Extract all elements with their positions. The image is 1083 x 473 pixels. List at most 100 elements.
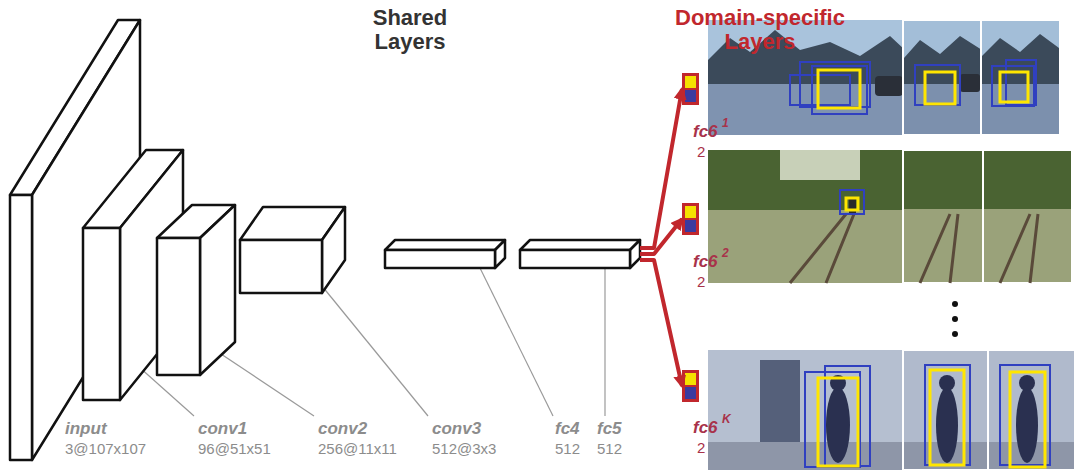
photo-person	[1019, 375, 1035, 391]
target-boxes	[818, 70, 1028, 108]
tracking-frames-railway	[708, 150, 1072, 283]
classifier-box: fc6K2	[682, 370, 699, 402]
photo-person	[1016, 387, 1038, 463]
leader-line	[604, 268, 605, 416]
leader-line	[322, 286, 428, 416]
branch-name: fc6	[693, 122, 718, 142]
positive-score	[685, 76, 696, 88]
negative-score	[685, 90, 696, 102]
photo-rails	[920, 214, 958, 283]
candidate-box	[1006, 60, 1036, 105]
layer-face	[322, 207, 345, 293]
layer-face	[10, 195, 32, 460]
output-size: 2	[697, 143, 705, 160]
ellipsis-dot	[952, 331, 958, 337]
photo-frame	[983, 150, 1072, 283]
classifier-frame	[682, 370, 699, 402]
candidate-box	[915, 65, 960, 105]
candidate-boxes	[805, 365, 1050, 467]
photo-car	[875, 76, 903, 96]
negative-score	[685, 220, 696, 232]
layer-face	[385, 240, 505, 250]
photo-rails	[790, 214, 854, 283]
target-box	[818, 70, 860, 108]
layer-shape	[157, 205, 235, 375]
layer-size: 256@11x11	[318, 440, 397, 457]
photo-frame	[981, 20, 1060, 135]
photo-trees	[904, 151, 984, 209]
classifier-shape	[682, 73, 699, 105]
photo-car	[960, 74, 980, 92]
branch-name: fc6	[693, 418, 718, 438]
photo-frame	[988, 350, 1075, 470]
classifier-frame	[682, 73, 699, 105]
candidate-box	[825, 366, 870, 466]
target-box	[846, 198, 858, 210]
layer-face	[200, 205, 235, 375]
photo-frame	[903, 150, 985, 283]
layer-name: conv3	[432, 419, 481, 439]
leader-line	[480, 268, 553, 416]
branch-index: 1	[722, 116, 729, 130]
layer-box: conv3512@3x3	[240, 207, 345, 293]
layer-shape	[520, 240, 640, 268]
section-heading: Shared Layers	[355, 6, 465, 54]
classifier-box: fc622	[682, 203, 699, 235]
candidate-box	[1000, 365, 1050, 465]
target-box	[1000, 72, 1028, 102]
layer-name: input	[65, 419, 107, 439]
negative-score	[685, 387, 696, 399]
layer-name: conv1	[198, 419, 247, 439]
classifier-box: fc612	[682, 73, 699, 105]
layer-face	[385, 250, 495, 268]
candidate-box	[840, 190, 864, 214]
layer-face	[240, 240, 322, 293]
layer-box: conv2256@11x11	[157, 205, 235, 375]
layer-face	[83, 228, 120, 400]
layer-shape	[240, 207, 345, 293]
output-size: 2	[697, 439, 705, 456]
target-box	[1010, 372, 1045, 467]
target-boxes	[818, 370, 1045, 467]
layer-name: fc4	[555, 419, 580, 439]
photo-frame	[903, 350, 990, 470]
layer-size: 96@51x51	[198, 440, 271, 457]
photo-frame	[708, 150, 905, 283]
photo-floor	[708, 442, 905, 470]
ellipsis-dots	[952, 301, 958, 337]
candidate-box	[812, 66, 867, 114]
candidate-box	[992, 66, 1034, 106]
layer-face	[157, 238, 200, 375]
positive-score	[685, 373, 696, 385]
candidate-box	[805, 372, 860, 467]
layer-size: 3@107x107	[65, 440, 146, 457]
photo-trees	[708, 150, 905, 210]
classifier-frame	[682, 203, 699, 235]
candidate-boxes	[790, 60, 1036, 114]
photo-person	[939, 375, 955, 391]
photo-door	[760, 360, 800, 445]
branch-arrow	[640, 260, 682, 386]
layer-name: fc5	[597, 419, 622, 439]
photo-person	[936, 387, 958, 463]
target-box	[818, 378, 858, 466]
branch-index: K	[722, 412, 731, 426]
photo-frame	[903, 20, 983, 135]
positive-score	[685, 206, 696, 218]
candidate-box	[790, 75, 850, 105]
target-box	[930, 370, 964, 465]
ellipsis-dot	[952, 301, 958, 307]
photo-sky	[780, 150, 860, 180]
branch-name: fc6	[693, 252, 718, 272]
layer-box: fc4512	[385, 240, 505, 268]
layer-shape	[385, 240, 505, 268]
photo-trees	[984, 151, 1071, 209]
target-box	[925, 72, 955, 104]
layer-face	[520, 250, 630, 268]
branch-arrow	[640, 89, 682, 248]
layer-size: 512	[555, 440, 580, 457]
ellipsis-dot	[952, 316, 958, 322]
candidate-box	[925, 365, 970, 465]
